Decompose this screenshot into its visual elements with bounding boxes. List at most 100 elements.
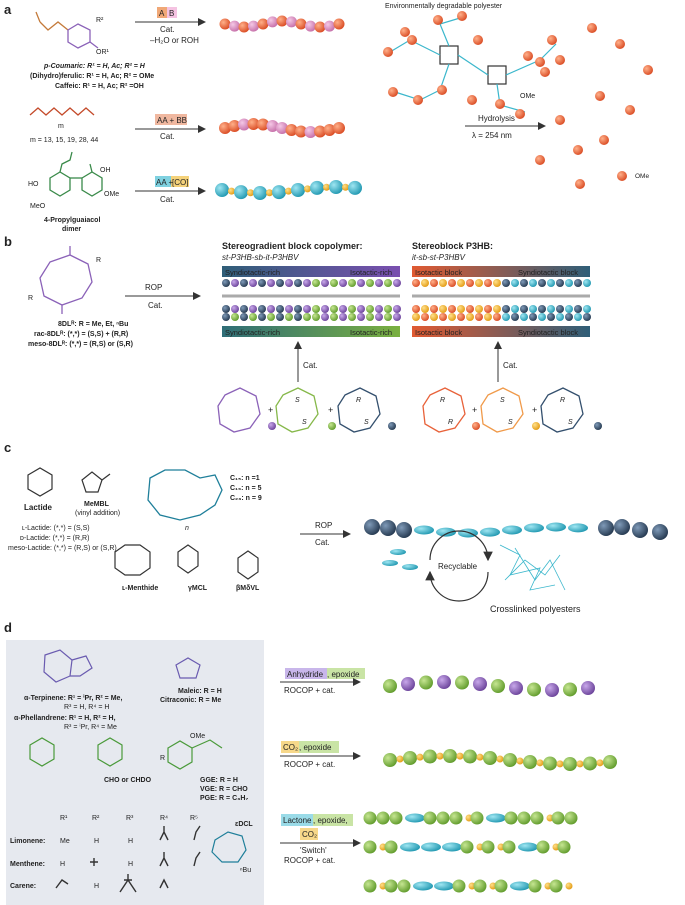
bead [545, 683, 559, 697]
panel-b-label: b [4, 234, 12, 249]
bead [276, 122, 288, 134]
coumaric-def: p-Coumaric: R¹ = H, Ac; R² = H [43, 63, 146, 70]
bead [475, 305, 483, 313]
plus-b2: + [328, 405, 333, 415]
block-beads [412, 279, 591, 321]
bead [575, 179, 585, 189]
bead [231, 279, 239, 287]
bead [434, 881, 454, 891]
bead [303, 305, 311, 313]
row-menthene-r1: H [60, 861, 65, 868]
bead [272, 185, 286, 200]
bead [547, 279, 555, 287]
bead [511, 279, 519, 287]
grad-iso-bottom: Isotactic-rich [350, 328, 392, 337]
terpinene-line1: α-Terpinene: R¹ = ⁱPr, R² = Me, [24, 693, 122, 702]
vge-def: VGE: R = CHO [200, 786, 248, 793]
bead [419, 675, 433, 690]
chain-aa-co [215, 180, 362, 200]
bead [348, 305, 356, 313]
bead [342, 183, 349, 191]
l-lactide-def: ʟ-Lactide: (*,*) = (S,S) [22, 525, 90, 532]
bead [303, 279, 311, 287]
row-carene-name: Carene: [10, 883, 36, 890]
citraconic-def: Citraconic: R = Me [160, 697, 221, 704]
dimer-ome: OMe [104, 191, 119, 198]
bead [496, 755, 504, 763]
bead [476, 753, 484, 761]
bead [529, 279, 537, 287]
macrolactone-structure [147, 469, 223, 521]
stereo-s1: S [295, 397, 300, 404]
bead [285, 187, 292, 195]
crosslinked-label: Crosslinked polyesters [490, 604, 581, 614]
bead [536, 840, 550, 854]
bead [457, 305, 465, 313]
rxn2-epoxide: , epoxide [299, 743, 332, 752]
bead [581, 681, 595, 695]
grad-iso-top: Isotactic-rich [350, 268, 392, 277]
bead [436, 752, 444, 760]
bead [388, 87, 398, 97]
bead [384, 279, 392, 287]
bead [400, 27, 410, 37]
bead [565, 882, 573, 890]
bead [393, 279, 401, 287]
bead [430, 279, 438, 287]
dimer-meo: MeO [30, 203, 46, 210]
block-bar-bottom [412, 326, 590, 337]
bead [266, 120, 279, 132]
rxn3-lactone: Lactone [283, 816, 312, 825]
bead [234, 185, 248, 200]
block-iso-top: Isotactic block [415, 268, 462, 277]
bead [285, 305, 293, 313]
grad-beads [222, 279, 401, 321]
8dl-r-bottom: R [28, 295, 33, 302]
maleic-def: Maleic: R = H [178, 688, 222, 695]
bead [535, 155, 545, 165]
ferulic-def: (Dihydro)ferulic: R¹ = H, Ac; R² = OMe [30, 73, 154, 80]
bead [493, 279, 501, 287]
bead [295, 18, 307, 30]
bead [376, 811, 390, 825]
bead [598, 520, 614, 536]
bead [267, 279, 275, 287]
bead [473, 677, 487, 691]
bead [457, 313, 465, 321]
glycidyl-r: R [160, 755, 165, 762]
bead [563, 682, 577, 697]
cat-c: Cat. [315, 538, 330, 547]
bead [556, 279, 564, 287]
bead [304, 185, 311, 193]
bead [457, 11, 467, 21]
bead [421, 305, 429, 313]
gmcl-name: γMCL [188, 585, 208, 592]
bead [413, 881, 433, 891]
edcl-name: εDCL [235, 821, 253, 828]
bead [222, 305, 230, 313]
diacid-structure [29, 107, 95, 116]
stereo-s5: S [508, 419, 513, 426]
box-epoxide-2 [299, 741, 339, 753]
bead [397, 879, 411, 893]
bead [481, 840, 495, 854]
bead [363, 811, 377, 825]
cat-up-grad: Cat. [303, 361, 318, 370]
monomers-b [217, 387, 584, 433]
marker-navy-2 [594, 422, 602, 430]
stereo-s4: S [500, 397, 505, 404]
glycidyl-ome: OMe [190, 733, 205, 740]
box-anhydride [285, 668, 327, 679]
bead [401, 677, 415, 691]
bead [231, 313, 239, 321]
bead [238, 21, 250, 33]
bead [249, 313, 257, 321]
phell-line1: α-Phellandrene: R¹ = H, R² = H, [14, 715, 116, 722]
r3-box-aa: AA + [156, 178, 173, 187]
r2-cat: Cat. [160, 132, 175, 141]
bead [524, 523, 544, 533]
bead [267, 313, 275, 321]
grad-synd-top: Syndiotactic-rich [225, 268, 280, 277]
marker-navy-1 [388, 422, 396, 430]
bead [439, 313, 447, 321]
